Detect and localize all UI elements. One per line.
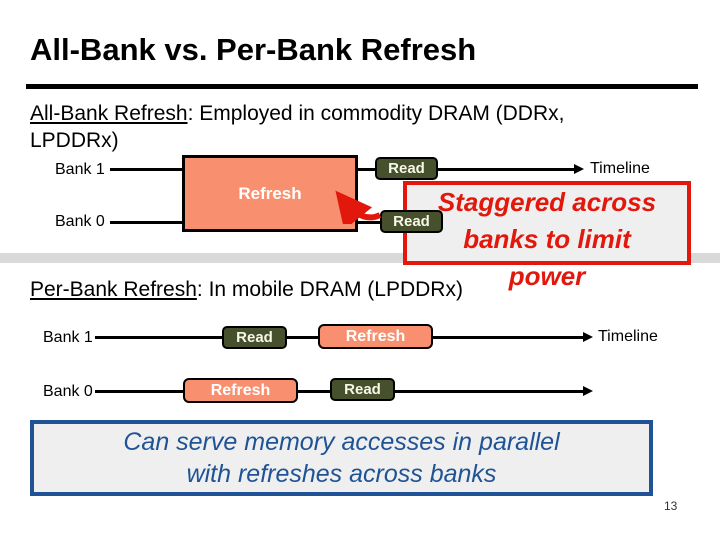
diagram1-bank1-line (110, 168, 182, 171)
staggered-arrow-icon (335, 190, 382, 224)
diagram2-read-bank1-label: Read (236, 329, 273, 346)
all-bank-desc-line2: LPDDRx) (30, 129, 119, 152)
diagram2-bank1-arrowhead-icon (583, 332, 593, 342)
diagram1-bank1-timeline-line (438, 168, 576, 171)
diagram1-read-bank1-box: Read (375, 157, 438, 180)
staggered-line2: banks to limit (463, 224, 631, 254)
all-bank-term: All-Bank Refresh (30, 102, 188, 125)
diagram2-bank1-connector (287, 336, 318, 339)
diagram1-bank0-line (110, 221, 182, 224)
staggered-line1: Staggered across (437, 187, 657, 217)
diagram2-read-bank1-box: Read (222, 326, 287, 349)
all-bank-heading: All-Bank Refresh: Employed in commodity … (30, 100, 564, 127)
diagram2-read-bank0-label: Read (344, 381, 381, 398)
diagram2-bank0-label: Bank 0 (43, 383, 93, 400)
diagram2-bank0-connector (298, 390, 330, 393)
staggered-callout-box (403, 181, 691, 265)
title-divider (26, 84, 698, 89)
diagram1-read-bank1-label: Read (388, 160, 425, 177)
per-bank-heading: Per-Bank Refresh: In mobile DRAM (LPDDRx… (30, 276, 463, 303)
diagram1-bank1-connector (358, 168, 375, 171)
diagram2-refresh-bank1-label: Refresh (345, 327, 406, 345)
parallel-line2: with refreshes across banks (186, 460, 497, 488)
diagram2-bank0-line (95, 390, 183, 393)
diagram2-read-bank0-box: Read (330, 378, 395, 401)
diagram1-refresh-label: Refresh (238, 183, 302, 203)
per-bank-term: Per-Bank Refresh (30, 278, 197, 301)
per-bank-desc: : In mobile DRAM (LPDDRx) (196, 278, 463, 301)
staggered-callout-text: Staggered across banks to limit power (403, 184, 691, 295)
diagram1-read-bank0-label: Read (393, 213, 430, 230)
section-divider-stripe (0, 253, 720, 263)
diagram2-refresh-bank0-box: Refresh (183, 378, 298, 403)
diagram2-bank1-label: Bank 1 (43, 329, 93, 346)
diagram1-read-bank0-box: Read (380, 210, 443, 233)
diagram2-refresh-bank1-box: Refresh (318, 324, 433, 349)
diagram1-bank1-label: Bank 1 (55, 161, 105, 178)
all-bank-desc-line1: : Employed in commodity DRAM (DDRx, (187, 102, 565, 125)
diagram2-bank0-timeline-line (395, 390, 585, 393)
diagram2-bank1-timeline-line (433, 336, 585, 339)
diagram1-timeline-arrowhead-icon (574, 164, 584, 174)
diagram2-bank1-line (95, 336, 222, 339)
staggered-line3: power (508, 261, 586, 291)
diagram1-refresh-box: Refresh (182, 155, 358, 232)
page-number: 13 (664, 499, 678, 513)
parallel-line1: Can serve memory accesses in parallel (123, 428, 560, 456)
parallel-callout-box: Can serve memory accesses in parallel wi… (30, 420, 653, 496)
diagram1-timeline-label: Timeline (590, 160, 650, 177)
diagram2-bank0-arrowhead-icon (583, 386, 593, 396)
diagram1-bank0-label: Bank 0 (55, 213, 105, 230)
page-title: All-Bank vs. Per-Bank Refresh (30, 32, 477, 67)
diagram2-timeline-label: Timeline (598, 328, 658, 345)
diagram2-refresh-bank0-label: Refresh (210, 381, 271, 399)
